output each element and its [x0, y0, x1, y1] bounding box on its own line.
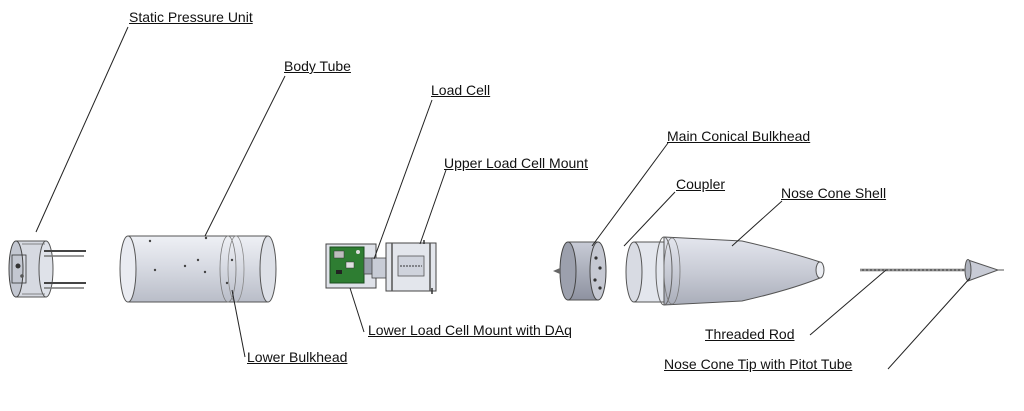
leader-coupler: [623, 191, 676, 247]
body-tube-part: [119, 235, 277, 303]
leader-static-pressure-unit: [35, 26, 129, 233]
label-static-pressure-unit: Static Pressure Unit: [129, 9, 253, 25]
upper-load-cell-mount-part: [385, 240, 437, 294]
label-lower-load-cell-mount: Lower Load Cell Mount with DAq: [368, 322, 572, 338]
label-nose-cone-shell: Nose Cone Shell: [781, 185, 887, 201]
label-upper-load-cell-mount: Upper Load Cell Mount: [444, 155, 588, 171]
label-threaded-rod: Threaded Rod: [705, 326, 795, 342]
main-conical-bulkhead-part: [553, 241, 607, 301]
nose-cone-shell-part: [655, 236, 825, 306]
leader-lower-bulkhead: [231, 289, 246, 358]
leader-nose-cone-tip: [887, 277, 971, 370]
label-load-cell: Load Cell: [431, 82, 491, 98]
load-cell-part: [371, 257, 387, 279]
static-pressure-unit-part: [8, 240, 86, 298]
leader-lines: [35, 26, 971, 370]
coupler-part: [625, 241, 670, 303]
leader-threaded-rod: [809, 269, 887, 336]
label-lower-bulkhead: Lower Bulkhead: [247, 349, 348, 365]
label-coupler: Coupler: [676, 176, 726, 192]
lower-load-cell-mount-part: [325, 243, 377, 289]
leader-load-cell: [373, 99, 433, 260]
nose-cone-tip-part: [964, 259, 1004, 282]
label-nose-cone-tip: Nose Cone Tip with Pitot Tube: [664, 356, 853, 372]
leader-lower-load-cell-mount: [349, 287, 365, 333]
leader-main-conical-bulkhead: [591, 142, 669, 247]
leader-nose-cone-shell: [731, 200, 783, 247]
leader-body-tube: [204, 75, 286, 237]
leader-upper-load-cell-mount: [419, 169, 447, 245]
label-body-tube: Body Tube: [284, 58, 351, 74]
label-main-conical-bulkhead: Main Conical Bulkhead: [667, 128, 811, 144]
